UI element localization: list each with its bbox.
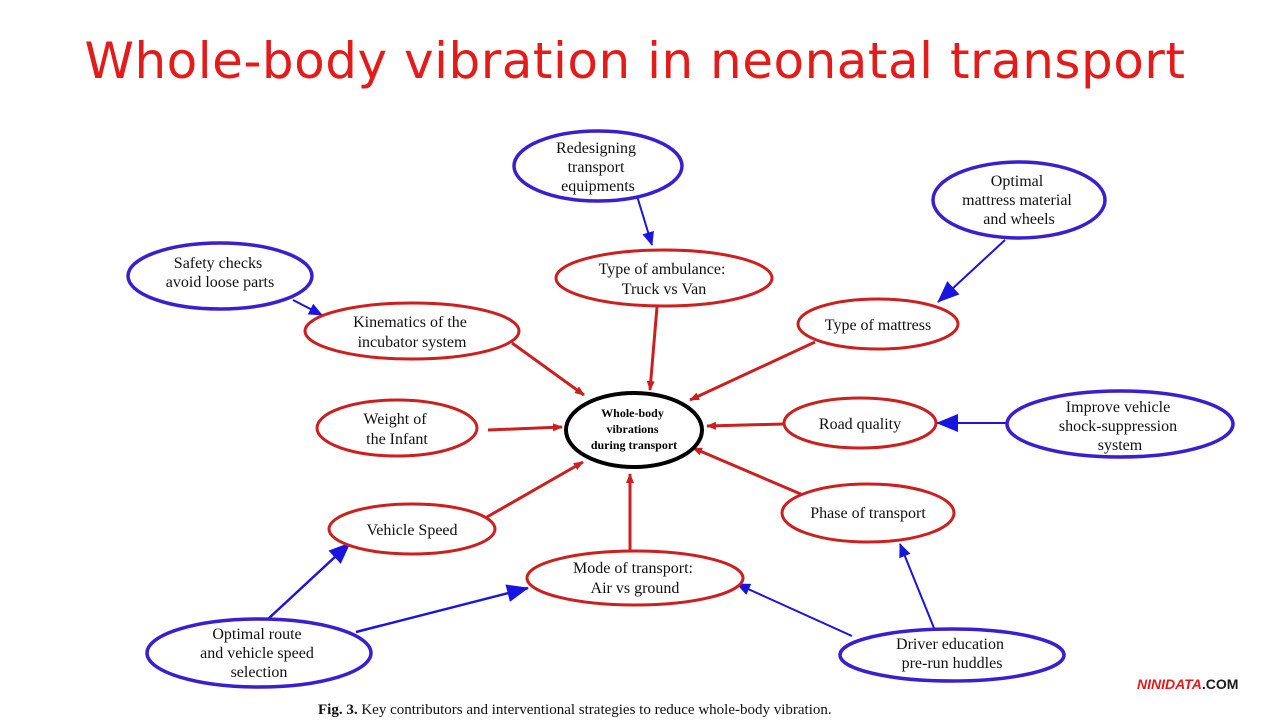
watermark-domain: .COM [1201, 676, 1239, 692]
watermark-brand: NINIDATA [1137, 676, 1202, 692]
node-safety-line-1: Safety checks [174, 255, 262, 272]
svg-text:Safety checks avoid lo: Safety checks avoid loose parts [166, 255, 274, 291]
node-weight-line-2: the Infant [366, 431, 428, 448]
node-shock-line-3: system [1098, 437, 1143, 454]
node-mattress: Type of mattress [796, 297, 960, 351]
svg-text:Mode of transport: Air: Mode of transport: Air vs ground [573, 560, 697, 597]
arrow-phase-to-center [692, 446, 804, 497]
node-driver-line-1: Driver education [896, 636, 1004, 653]
node-mattress-line-1: Type of mattress [825, 317, 931, 334]
svg-text:Road quality: Road quality [819, 416, 901, 433]
arrow-driver-to-mode [736, 583, 853, 637]
contributor-nodes: Type of ambulance: Truck vs Van Kinemati… [303, 248, 960, 607]
arrow-kinematics-to-center [511, 341, 585, 397]
svg-text:Improve vehicle shock-: Improve vehicle shock-suppression system [1059, 399, 1181, 454]
arrow-redesign-to-ambulance [636, 195, 654, 246]
node-kinematics-line-2: incubator system [358, 334, 467, 351]
center-line-2: vibrations [606, 422, 658, 436]
node-optimal-mattress-line-1: Optimal [991, 173, 1044, 190]
svg-text:Vehicle Speed: Vehicle Speed [366, 522, 457, 539]
svg-text:Redesigning transport: Redesigning transport equipments [556, 140, 640, 195]
center-line-1: Whole-body [601, 406, 664, 420]
node-kinematics-line-1: Kinematics of the [353, 314, 467, 331]
node-optimal-mattress-line-3: and wheels [983, 211, 1055, 228]
node-driver-line-2: pre-run huddles [902, 655, 1003, 672]
node-shock: Improve vehicle shock-suppression system [1005, 389, 1235, 459]
node-shock-line-2: shock-suppression [1059, 418, 1177, 435]
node-route-line-3: selection [231, 664, 288, 681]
node-mode-line-2: Air vs ground [591, 580, 680, 597]
arrow-safety-to-kinematics [292, 299, 323, 316]
intervention-nodes: Redesigning transport equipments Optimal… [126, 129, 1235, 689]
arrow-speed-to-center [486, 460, 584, 519]
node-mode: Mode of transport: Air vs ground [525, 549, 745, 607]
node-ambulance-line-2: Truck vs Van [622, 281, 706, 298]
svg-text:Optimal route and vehi: Optimal route and vehicle speed selectio… [200, 626, 318, 681]
node-route-line-1: Optimal route [212, 626, 301, 643]
arrow-ambulance-to-center [646, 306, 659, 391]
node-driver: Driver education pre-run huddles [838, 627, 1066, 683]
arrow-weight-to-center [487, 423, 563, 432]
node-weight-line-1: Weight of [363, 411, 427, 428]
caption-text: Key contributors and interventional stra… [357, 702, 832, 718]
arrow-route-to-speed [267, 542, 351, 620]
center-line-3: during transport [591, 438, 677, 452]
arrow-optimal-mattress-to-mattress [937, 239, 1006, 303]
node-mode-line-1: Mode of transport: [573, 560, 693, 577]
caption-label: Fig. 3. [318, 702, 358, 718]
arrow-driver-to-phase [899, 543, 935, 629]
node-safety: Safety checks avoid loose parts [126, 241, 314, 311]
svg-text:Type of ambulance: Tru: Type of ambulance: Truck vs Van [599, 261, 730, 298]
node-optimal-mattress-line-2: mattress material [962, 192, 1072, 209]
node-safety-line-2: avoid loose parts [166, 274, 274, 291]
slide-title: Whole-body vibration in neonatal transpo… [84, 32, 1186, 90]
node-ambulance: Type of ambulance: Truck vs Van [554, 248, 774, 308]
watermark: NINIDATA.COM [1137, 676, 1238, 692]
node-phase: Phase of transport [780, 482, 956, 544]
node-kinematics: Kinematics of the incubator system [303, 301, 521, 361]
node-ambulance-line-1: Type of ambulance: [599, 261, 726, 278]
svg-text:Phase of transport: Phase of transport [810, 505, 926, 522]
node-redesign-line-1: Redesigning [556, 140, 636, 157]
arrow-mattress-to-center [689, 340, 816, 402]
node-route-line-2: and vehicle speed [200, 645, 314, 662]
node-weight: Weight of the Infant [315, 398, 479, 458]
node-speed-line-1: Vehicle Speed [366, 522, 457, 539]
node-route: Optimal route and vehicle speed selectio… [145, 617, 373, 689]
node-optimal-mattress: Optimal mattress material and wheels [931, 160, 1107, 240]
svg-text:Type of mattress: Type of mattress [825, 317, 931, 334]
arrow-route-to-mode [355, 584, 529, 634]
svg-text:Whole-body vibrations: Whole-body vibrations during transport [591, 406, 677, 452]
svg-text:Kinematics of the incu: Kinematics of the incubator system [353, 314, 471, 351]
node-redesign: Redesigning transport equipments [512, 129, 684, 203]
node-redesign-line-2: transport [568, 159, 625, 176]
node-speed: Vehicle Speed [327, 502, 497, 556]
node-road: Road quality [782, 396, 938, 450]
node-phase-line-1: Phase of transport [810, 505, 926, 522]
svg-text:Optimal mattress mater: Optimal mattress material and wheels [962, 173, 1076, 228]
node-shock-line-1: Improve vehicle [1066, 399, 1170, 416]
svg-text:Weight of the Infant: Weight of the Infant [363, 411, 430, 448]
node-road-line-1: Road quality [819, 416, 901, 433]
center-node: Whole-body vibrations during transport [564, 391, 704, 469]
node-redesign-line-3: equipments [561, 178, 635, 195]
contributor-arrows [486, 306, 816, 552]
svg-text:Driver education pre-r: Driver education pre-run huddles [896, 636, 1008, 672]
intervention-arrows [267, 195, 1008, 637]
figure-caption: Fig. 3. Key contributors and interventio… [318, 702, 832, 719]
arrow-road-to-center [706, 421, 785, 430]
